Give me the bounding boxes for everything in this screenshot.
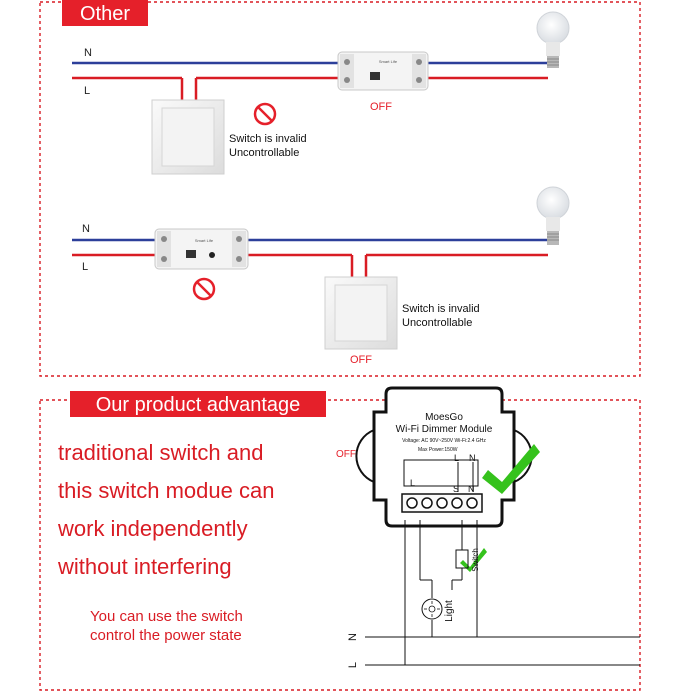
dimmer-term-l-top: L [454, 453, 459, 463]
dimmer-module [355, 386, 533, 528]
advantage-line-1: traditional switch and [58, 440, 263, 465]
diagram2-wire-n: N [82, 223, 90, 235]
diagram1-status-text2: Uncontrollable [229, 147, 299, 159]
diagram1-wall-switch [151, 99, 225, 175]
bottom-wire-n: N [347, 633, 359, 641]
dimmer-brand: MoesGo [425, 412, 463, 423]
top-header-box [62, 0, 148, 26]
diagram1-module [337, 51, 429, 91]
dimmer-light-icon [421, 598, 443, 620]
dimmer-title: Wi-Fi Dimmer Module [396, 424, 493, 435]
dimmer-spec1: Voltage: AC 90V~250V Wi-Fi:2.4 GHz [402, 438, 486, 444]
dimmer-term-n-top: N [469, 453, 476, 463]
diagram2-status-text: Switch is invalid [402, 303, 480, 315]
diagram2-status-text2: Uncontrollable [402, 317, 472, 329]
diagram1-module-label: Smart Life [379, 59, 398, 64]
top-header: Other [80, 3, 130, 25]
diagram1-prohibited-icon [253, 102, 277, 126]
switch-label: Switch [471, 548, 480, 572]
diagram2-off-label: OFF [350, 354, 372, 366]
diagram2-wall-switch [324, 276, 398, 350]
bottom-header: Our product advantage [96, 394, 301, 416]
dimmer-terminal-block [401, 493, 483, 513]
bottom-off-label: OFF [336, 449, 356, 460]
external-wiring [365, 520, 640, 666]
diagram1-wire-n: N [84, 47, 92, 59]
note-line-2: control the power state [90, 627, 242, 644]
diagram2-wire-l: L [82, 261, 88, 273]
top-panel-border [39, 1, 641, 377]
diagram1-bulb-icon [536, 11, 570, 68]
diagram1-wires [72, 61, 548, 100]
diagram2-bulb-icon [536, 186, 570, 245]
bottom-header-box [70, 391, 326, 417]
diagram1-status-text: Switch is invalid [229, 133, 307, 145]
switch-check-icon [460, 548, 487, 572]
dimmer-spec2: Max Power:150W [418, 447, 458, 453]
bottom-wire-l: L [347, 662, 359, 668]
dimmer-term-n-bottom: N [468, 484, 475, 494]
bottom-panel-border [39, 399, 641, 691]
advantage-line-2: this switch modue can [58, 478, 274, 503]
dimmer-term-s: S [453, 484, 459, 494]
dimmer-term-l-left: L [410, 478, 415, 488]
note-line-1: You can use the switch [90, 608, 243, 625]
diagram2-module-label: Smart Life [195, 238, 214, 243]
diagram2-prohibited-icon [192, 277, 216, 301]
diagram1-wire-l: L [84, 85, 90, 97]
module-check-icon [482, 444, 540, 494]
advantage-line-3: work independently [57, 516, 248, 541]
diagram1-off-label: OFF [370, 101, 392, 113]
light-label: Light [444, 600, 455, 622]
diagram2-module [154, 228, 249, 270]
dimmer-internal-wiring [403, 459, 479, 492]
diagram2-wires [72, 238, 548, 278]
advantage-line-4: without interfering [57, 554, 232, 579]
